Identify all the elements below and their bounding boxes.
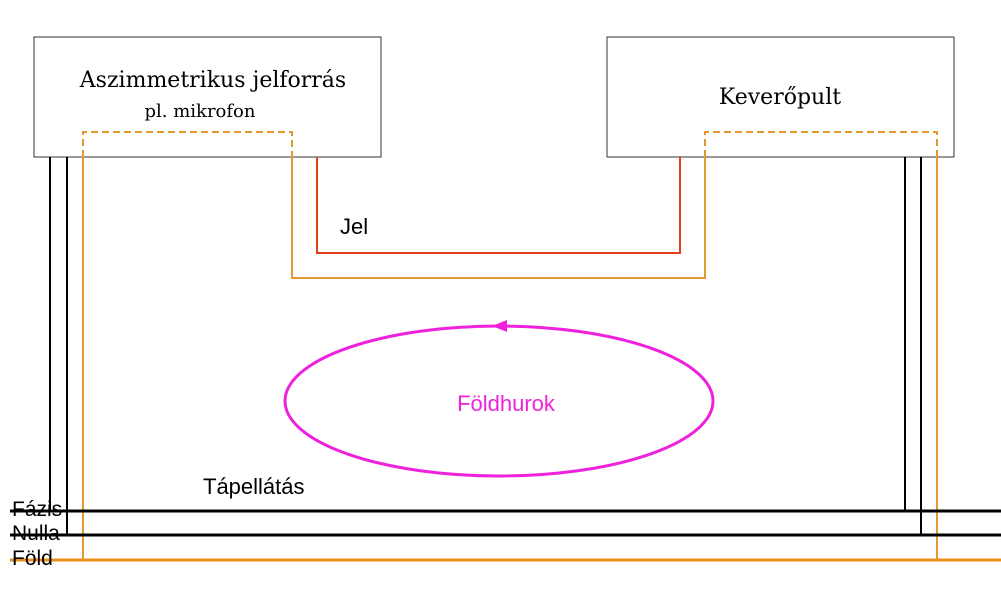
neutral-rail-label: Nulla <box>12 522 60 545</box>
source-shield-dashed <box>82 131 293 157</box>
mixer-box <box>606 36 955 158</box>
signal-wire <box>316 157 681 254</box>
phase-rail-label: Fázis <box>12 498 62 521</box>
signal-label: Jel <box>340 214 368 239</box>
source-subtitle-backdrop <box>70 96 346 124</box>
mixer-shield-dashed <box>704 131 938 157</box>
source-device-subtitle: pl. mikrofon <box>145 101 256 122</box>
power-supply-label: Tápellátás <box>203 474 305 499</box>
source-device-title: Aszimmetrikus jelforrás <box>79 68 346 93</box>
ground-loop-label: Földhurok <box>457 391 556 416</box>
mixer-title: Keverőpult <box>719 85 841 110</box>
earth-rail-label: Föld <box>12 547 53 570</box>
loop-direction-arrow-icon <box>492 320 507 332</box>
cable-shield-line <box>291 157 706 279</box>
shield-wire <box>82 131 938 560</box>
blank-patch <box>416 172 558 204</box>
